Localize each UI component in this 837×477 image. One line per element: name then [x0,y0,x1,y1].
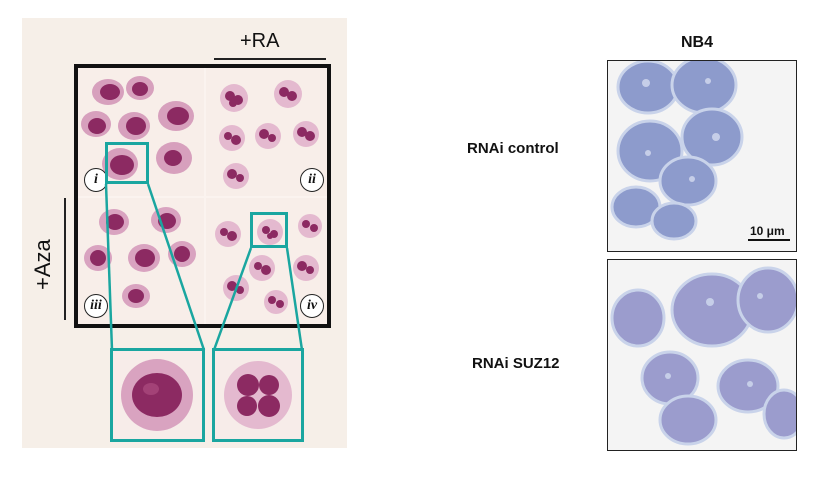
panel-ii-cells [219,80,319,189]
panel-label-iii: iii [84,294,108,318]
micrograph-rnai-suz12 [607,259,797,451]
ra-label-underline [214,58,326,60]
micrograph-suz12-cells [610,266,796,446]
zoom-panel-i [110,348,205,442]
microscopy-grid: i ii iii iv [74,64,331,328]
ra-treatment-label: +RA [240,30,280,52]
micrograph-rnai-control: 10 μm [607,60,797,252]
panel-label-iv: iv [300,294,324,318]
panel-iv [206,198,327,324]
zoom-cell-iv [224,361,292,429]
panel-iii-cells [84,207,196,308]
panel-label-i: i [84,168,108,192]
column-title: NB4 [681,34,714,51]
row-label-suz12: RNAi SUZ12 [472,355,560,372]
panel-label-ii: ii [300,168,324,192]
panel-i [78,68,204,196]
highlight-box-iv [250,212,288,248]
scale-bar [748,239,790,241]
highlight-box-i [105,142,149,184]
scale-bar-label: 10 μm [750,224,785,238]
aza-label-line [64,198,66,320]
panel-i-cells [81,76,194,180]
zoom-cell-i [121,359,193,431]
panel-iv-cells [215,214,322,314]
row-label-control: RNAi control [467,140,559,157]
micrograph-control-cells [610,61,744,241]
zoom-panel-iv [212,348,304,442]
